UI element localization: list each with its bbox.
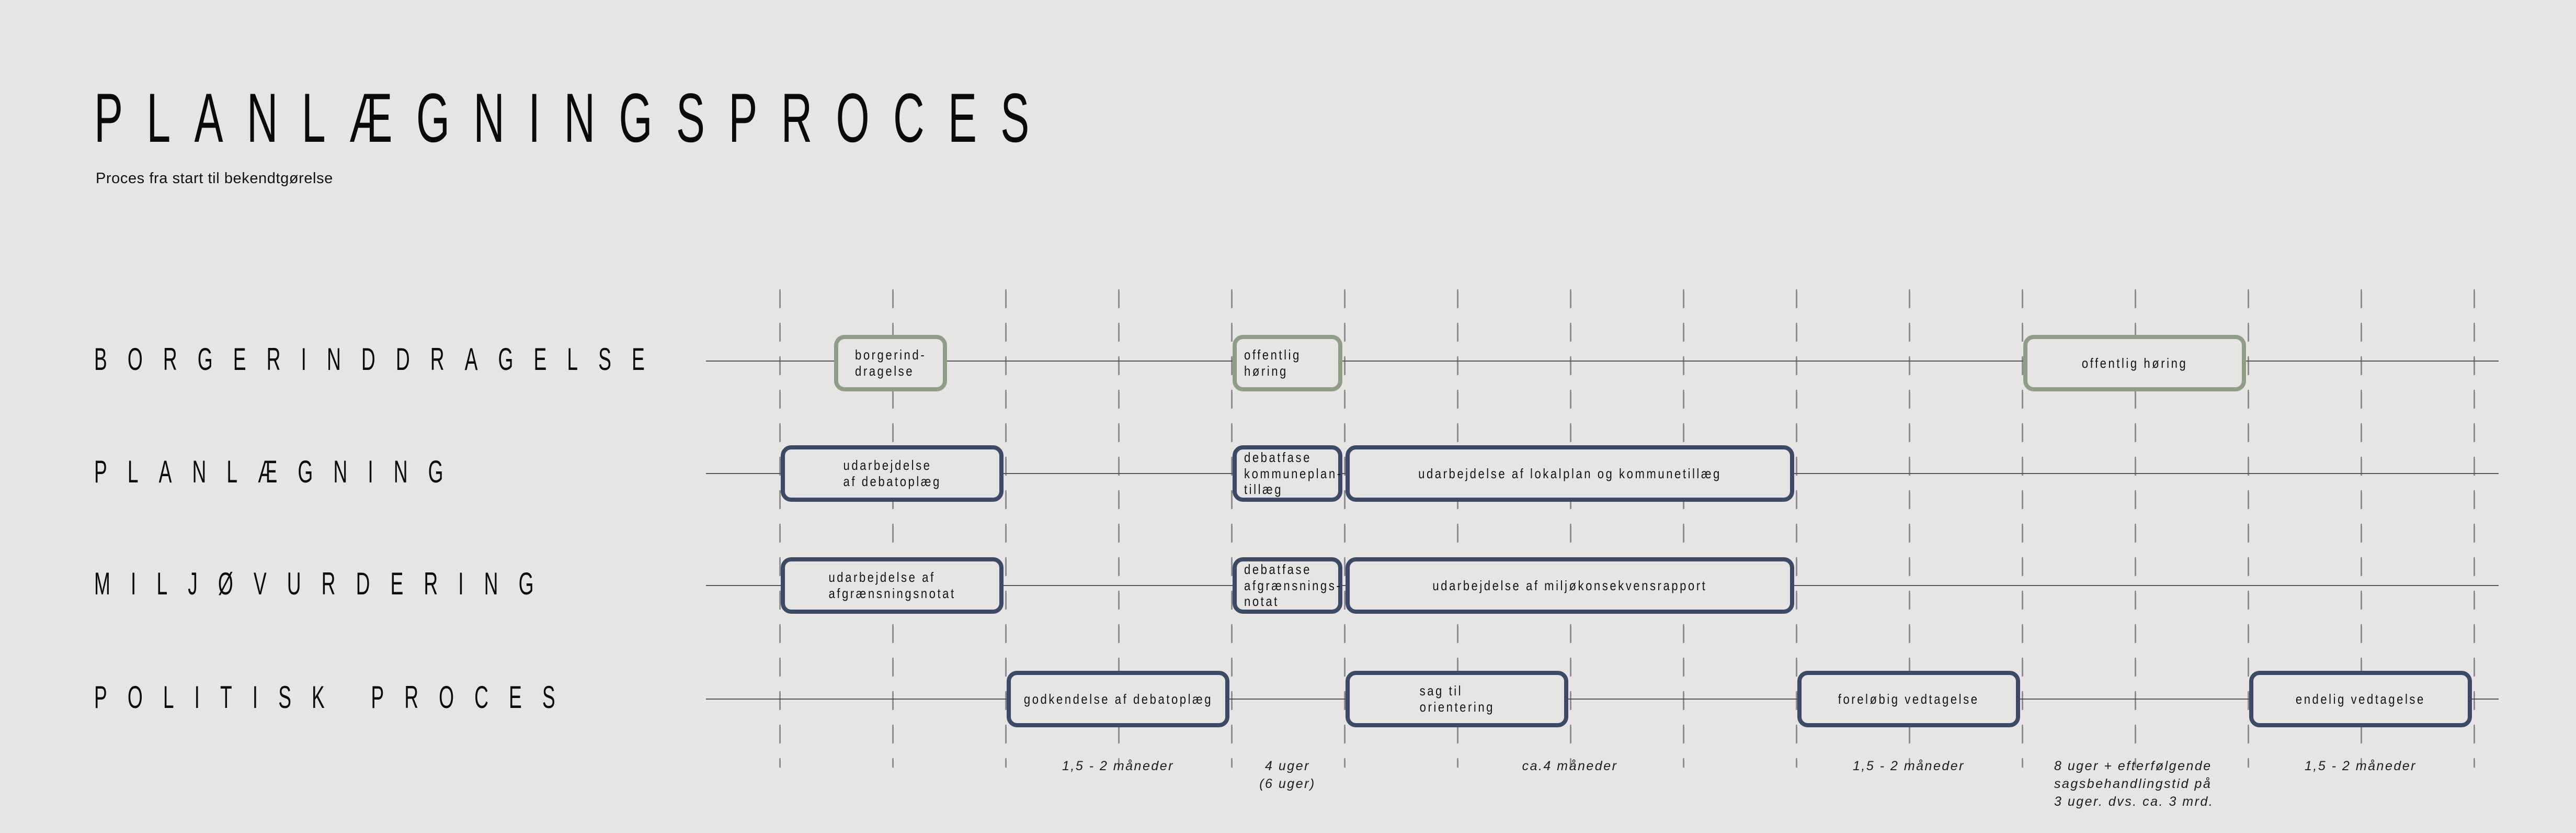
- box-label: udarbejdelse af debatoplæg: [843, 457, 941, 489]
- gridline: [2022, 289, 2023, 768]
- duration-label-hoering: 8 uger + efterfølgende sagsbehandlingsti…: [2054, 759, 2214, 809]
- gridline: [1344, 289, 1346, 768]
- box-sag-til-orientering: sag til orientering: [1346, 671, 1568, 727]
- box-borgerinddragelse: borgerind- dragelse: [834, 335, 947, 391]
- gridline: [1909, 289, 1910, 768]
- box-label: offentlig høring: [2081, 355, 2188, 371]
- page-title: PLANLÆGNINGSPROCES: [94, 80, 1053, 157]
- gridline: [779, 289, 781, 768]
- gridline: [2248, 289, 2249, 768]
- gridline: [2135, 289, 2136, 768]
- gridline: [2361, 289, 2362, 768]
- lane-line-borgerinddragelse: [706, 361, 2499, 362]
- lane-label-planlaegning: PLANLÆGNING: [94, 454, 464, 489]
- box-label: udarbejdelse af lokalplan og kommunetill…: [1418, 465, 1722, 481]
- box-label: udarbejdelse af afgrænsningsnotat: [828, 569, 956, 601]
- box-label: borgerind- dragelse: [854, 347, 927, 379]
- gridline: [1570, 289, 1571, 768]
- box-udarbejdelse-miljoekonsekvensrapport: udarbejdelse af miljøkonsekvensrapport: [1346, 557, 1794, 614]
- page-subtitle: Proces fra start til bekendtgørelse: [96, 170, 333, 187]
- box-foreloebig-vedtagelse: foreløbig vedtagelse: [1797, 671, 2020, 727]
- lane-label-miljoevurdering: MILJØVURDERING: [94, 566, 554, 601]
- box-label: sag til orientering: [1419, 683, 1495, 715]
- box-label: udarbejdelse af miljøkonsekvensrapport: [1432, 577, 1707, 593]
- duration-label-endelig: 1,5 - 2 måneder: [2305, 759, 2417, 773]
- box-label: endelig vedtagelse: [2296, 691, 2425, 707]
- gridline: [1683, 289, 1684, 768]
- box-offentlig-hoering-2: offentlig høring: [2023, 335, 2246, 391]
- box-label: debatfase afgrænsnings- notat: [1244, 561, 1342, 610]
- box-udarbejdelse-debatoplaeg: udarbejdelse af debatoplæg: [781, 445, 1004, 502]
- lane-label-borgerinddragelse: BORGERINDDRAGELSE: [94, 342, 665, 377]
- duration-label-debatfase: 4 uger (6 uger): [1259, 759, 1316, 791]
- duration-label-foreloebig: 1,5 - 2 måneder: [1853, 759, 1965, 773]
- box-udarbejdelse-lokalplan-kommunetillaeg: udarbejdelse af lokalplan og kommunetill…: [1346, 445, 1794, 502]
- box-label: godkendelse af debatoplæg: [1023, 691, 1213, 707]
- box-label: foreløbig vedtagelse: [1838, 691, 1979, 707]
- lane-line-politisk-proces: [706, 699, 2499, 700]
- box-debatfase-kommuneplantillaeg: debatfase kommuneplan- tillæg: [1233, 445, 1342, 502]
- gridline: [892, 289, 894, 768]
- box-debatfase-afgraensningsnotat: debatfase afgrænsnings- notat: [1233, 557, 1342, 614]
- box-label: debatfase kommuneplan- tillæg: [1244, 449, 1343, 498]
- box-label: offentlig høring: [1244, 347, 1301, 379]
- gridline: [1231, 289, 1233, 768]
- lane-label-politisk-proces: POLITISK PROCES: [94, 680, 576, 715]
- gridline: [1796, 289, 1797, 768]
- gridline: [1457, 289, 1458, 768]
- box-endelig-vedtagelse: endelig vedtagelse: [2249, 671, 2472, 727]
- gridline: [1118, 289, 1120, 768]
- box-udarbejdelse-afgraensningsnotat: udarbejdelse af afgrænsningsnotat: [781, 557, 1004, 614]
- gridline: [2474, 289, 2475, 768]
- duration-label-udarbejdelse: ca.4 måneder: [1522, 759, 1618, 773]
- duration-label-godkendelse: 1,5 - 2 måneder: [1062, 759, 1174, 773]
- box-godkendelse-debatoplaeg: godkendelse af debatoplæg: [1007, 671, 1229, 727]
- gridline: [1005, 289, 1007, 768]
- box-offentlig-hoering-1: offentlig høring: [1233, 335, 1342, 391]
